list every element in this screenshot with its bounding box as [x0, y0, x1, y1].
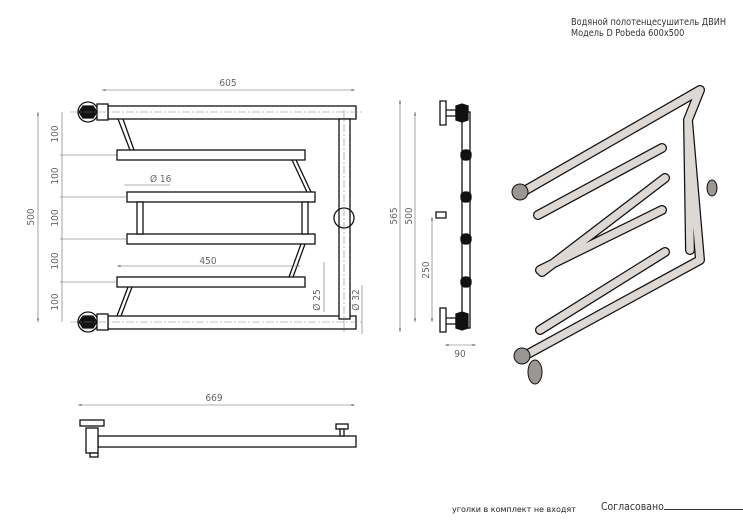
dim-step: 100 — [50, 167, 61, 184]
signature-line — [663, 509, 743, 510]
kit-note: уголки в комплект не входят — [452, 505, 576, 514]
connector-left — [136, 201, 144, 235]
bar-1 — [116, 149, 306, 161]
dim-step: 100 — [50, 209, 61, 226]
dim-diameter-16: Ø 16 — [150, 173, 172, 185]
dim-diameter-25: Ø 25 — [311, 289, 323, 310]
approval-field: Согласовано — [601, 500, 743, 513]
connector-right — [301, 201, 309, 235]
dim-step: 100 — [50, 293, 61, 310]
drawing-title: Водяной полотенцесушитель ДВИН Модель D … — [571, 17, 726, 39]
dim-depth-90: 90 — [454, 349, 466, 360]
bar-2 — [126, 191, 316, 203]
dim-width-605: 605 — [219, 78, 236, 89]
bar-3 — [126, 233, 316, 245]
dim-length-669: 669 — [205, 393, 222, 404]
front-view — [36, 88, 363, 334]
top-rail — [107, 105, 357, 120]
dim-height-500: 500 — [26, 208, 37, 225]
dim-side-500: 500 — [404, 207, 415, 224]
vertical-riser — [338, 118, 351, 320]
dim-diameter-32: Ø 32 — [350, 289, 362, 310]
side-view — [398, 100, 476, 347]
bar-4 — [116, 276, 306, 288]
dim-length-450: 450 — [199, 256, 216, 267]
dim-total-565: 565 — [389, 207, 400, 224]
dim-step: 100 — [50, 252, 61, 269]
bottom-rail — [107, 315, 357, 330]
approval-label: Согласовано — [601, 500, 664, 513]
title-line-2: Модель D Pobeda 600x500 — [571, 28, 685, 39]
isometric-view — [511, 85, 718, 385]
title-line-1: Водяной полотенцесушитель ДВИН — [571, 17, 727, 28]
bottom-view — [78, 403, 357, 458]
dim-step: 100 — [50, 125, 61, 142]
dim-250: 250 — [421, 261, 432, 278]
